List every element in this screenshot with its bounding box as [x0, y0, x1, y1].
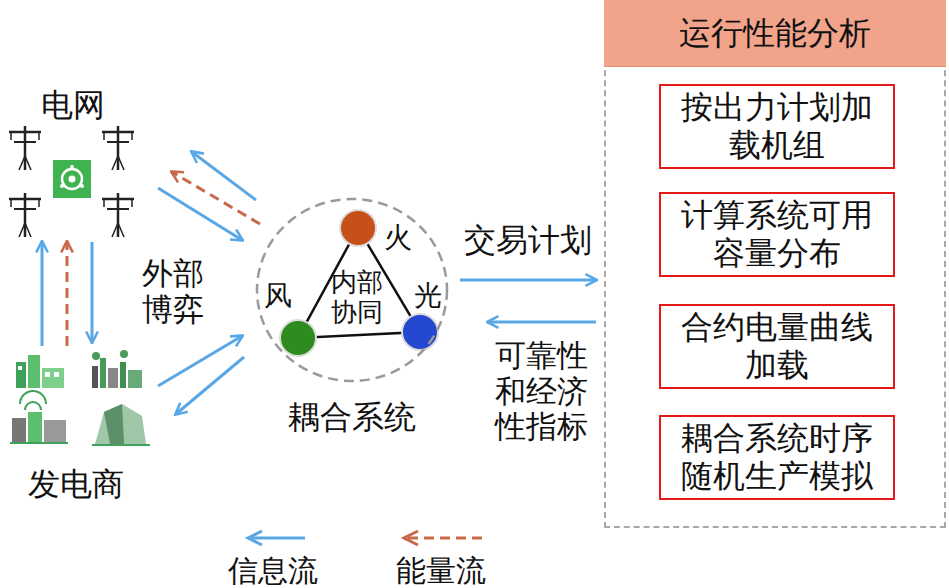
process-box: 计算系统可用容量分布	[659, 192, 895, 277]
flow-arrow	[91, 242, 94, 342]
node-text: 发电商	[0, 465, 152, 503]
edge-label: 可靠性和经济性指标	[490, 338, 588, 445]
flow-arrow	[488, 321, 596, 324]
analysis-panel: 运行性能分析按出力计划加载机组计算系统可用容量分布合约电量曲线加载耦合系统时序随…	[604, 0, 946, 528]
edge-label: 交易计划	[464, 222, 602, 259]
energy-flow-arrow	[66, 242, 69, 346]
process-box: 按出力计划加载机组	[659, 84, 895, 169]
grid-hub-icon	[53, 160, 91, 198]
grid-group: 电网	[0, 86, 145, 238]
flow-arrow	[41, 242, 44, 346]
process-box: 耦合系统时序随机生产模拟	[659, 415, 895, 500]
source-label: 火	[384, 222, 414, 254]
legend-text: 能量流	[396, 554, 486, 588]
source-label: 光	[414, 280, 444, 312]
energy-flow-arrow	[172, 172, 260, 224]
legend-text: 信息流	[228, 554, 318, 588]
flow-arrow	[460, 279, 596, 282]
flow-arrow	[158, 188, 242, 240]
relation-label: 外部博弈	[140, 256, 207, 327]
process-box: 合约电量曲线加载	[659, 304, 895, 389]
flow-arrow	[176, 357, 244, 414]
node-text: 合约电量曲线加载	[669, 308, 885, 385]
power-tower	[9, 126, 134, 237]
node-text: 耦合系统时序随机生产模拟	[669, 419, 885, 496]
node-text: 耦合系统	[256, 398, 448, 436]
node-text: 运行性能分析	[604, 0, 946, 67]
source-label: 风	[264, 280, 294, 312]
flow-arrow	[192, 152, 256, 200]
generator-group: 发电商	[0, 345, 152, 505]
power-plant-icon	[10, 350, 150, 445]
node-text: 电网	[0, 86, 145, 124]
node-text: 按出力计划加载机组	[669, 88, 885, 165]
legend-sample	[248, 531, 482, 545]
flow-arrow	[158, 336, 242, 386]
center-label: 内部协同	[330, 268, 385, 328]
node-text: 计算系统可用容量分布	[669, 196, 885, 273]
